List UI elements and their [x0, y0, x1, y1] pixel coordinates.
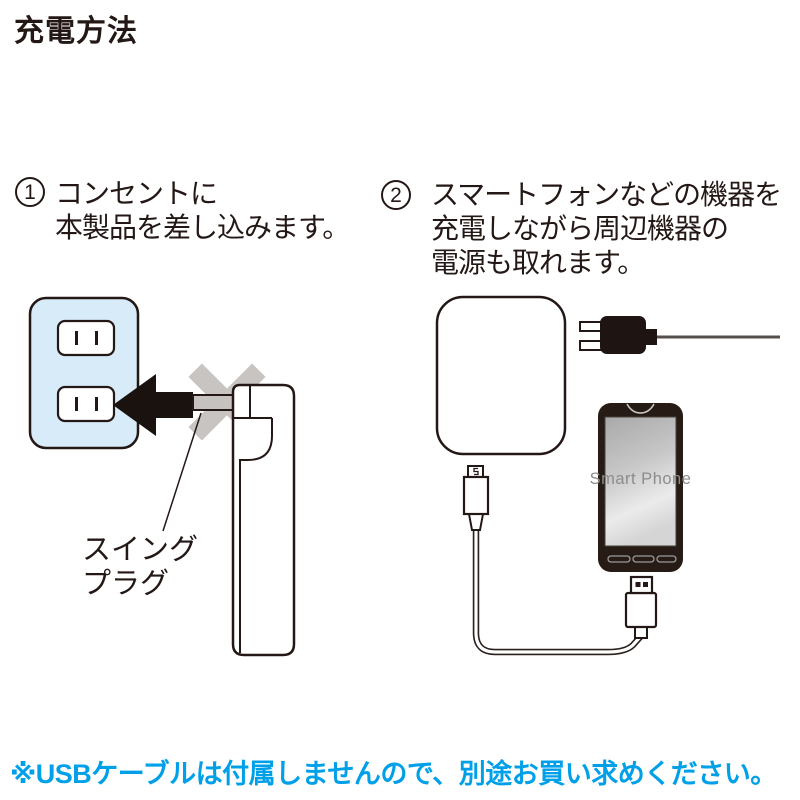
step-1-line-1: コンセントに: [55, 178, 218, 209]
swing-plug-leader-line: [162, 412, 202, 532]
swing-plug-label-line-1: スイング: [82, 534, 199, 566]
step-1-text: コンセントに 本製品を差し込みます。: [55, 177, 350, 245]
usb-cable-note: ※USBケーブルは付属しませんので、別途お買い求めください。: [10, 759, 777, 789]
earpiece-notch: [626, 403, 655, 414]
product-body: [231, 383, 296, 657]
outlet-socket-top: [56, 319, 116, 357]
step-1-number: 1: [24, 180, 36, 204]
step-2-line-2: 充電しながら周辺機器の: [431, 213, 729, 244]
phone-buttons: [607, 555, 677, 563]
step-2-line-3: 電源も取れます。: [431, 247, 645, 278]
ac-plug-icon: [579, 316, 780, 354]
outlet-socket-bottom: [56, 385, 116, 423]
charging-illustration: Smart Phone: [435, 295, 780, 656]
product-front-body: [435, 295, 567, 456]
step-1-line-2: 本製品を差し込みます。: [55, 212, 350, 243]
usb-cable: [472, 524, 645, 656]
insert-arrow-icon: [113, 374, 193, 436]
micro-usb-connector: [462, 465, 490, 531]
usb-a-connector: [624, 575, 658, 639]
step-2-number: 2: [390, 183, 402, 207]
step-2-line-1: スマートフォンなどの機器を: [431, 179, 782, 210]
phone-screen: [604, 416, 677, 547]
swing-plug-label-line-2: プラグ: [82, 568, 170, 600]
page-title: 充電方法: [14, 15, 138, 48]
step-1-number-badge: 1: [15, 177, 45, 207]
step-2-text: スマートフォンなどの機器を 充電しながら周辺機器の 電源も取れます。: [431, 178, 782, 280]
phone-screen-label: Smart Phone: [590, 470, 692, 488]
swing-plug-label: スイング プラグ: [82, 533, 198, 601]
step-2-number-badge: 2: [381, 180, 411, 210]
swing-plug-blade: [192, 394, 235, 411]
outlet-illustration: [28, 296, 296, 657]
smartphone: Smart Phone: [590, 403, 692, 572]
